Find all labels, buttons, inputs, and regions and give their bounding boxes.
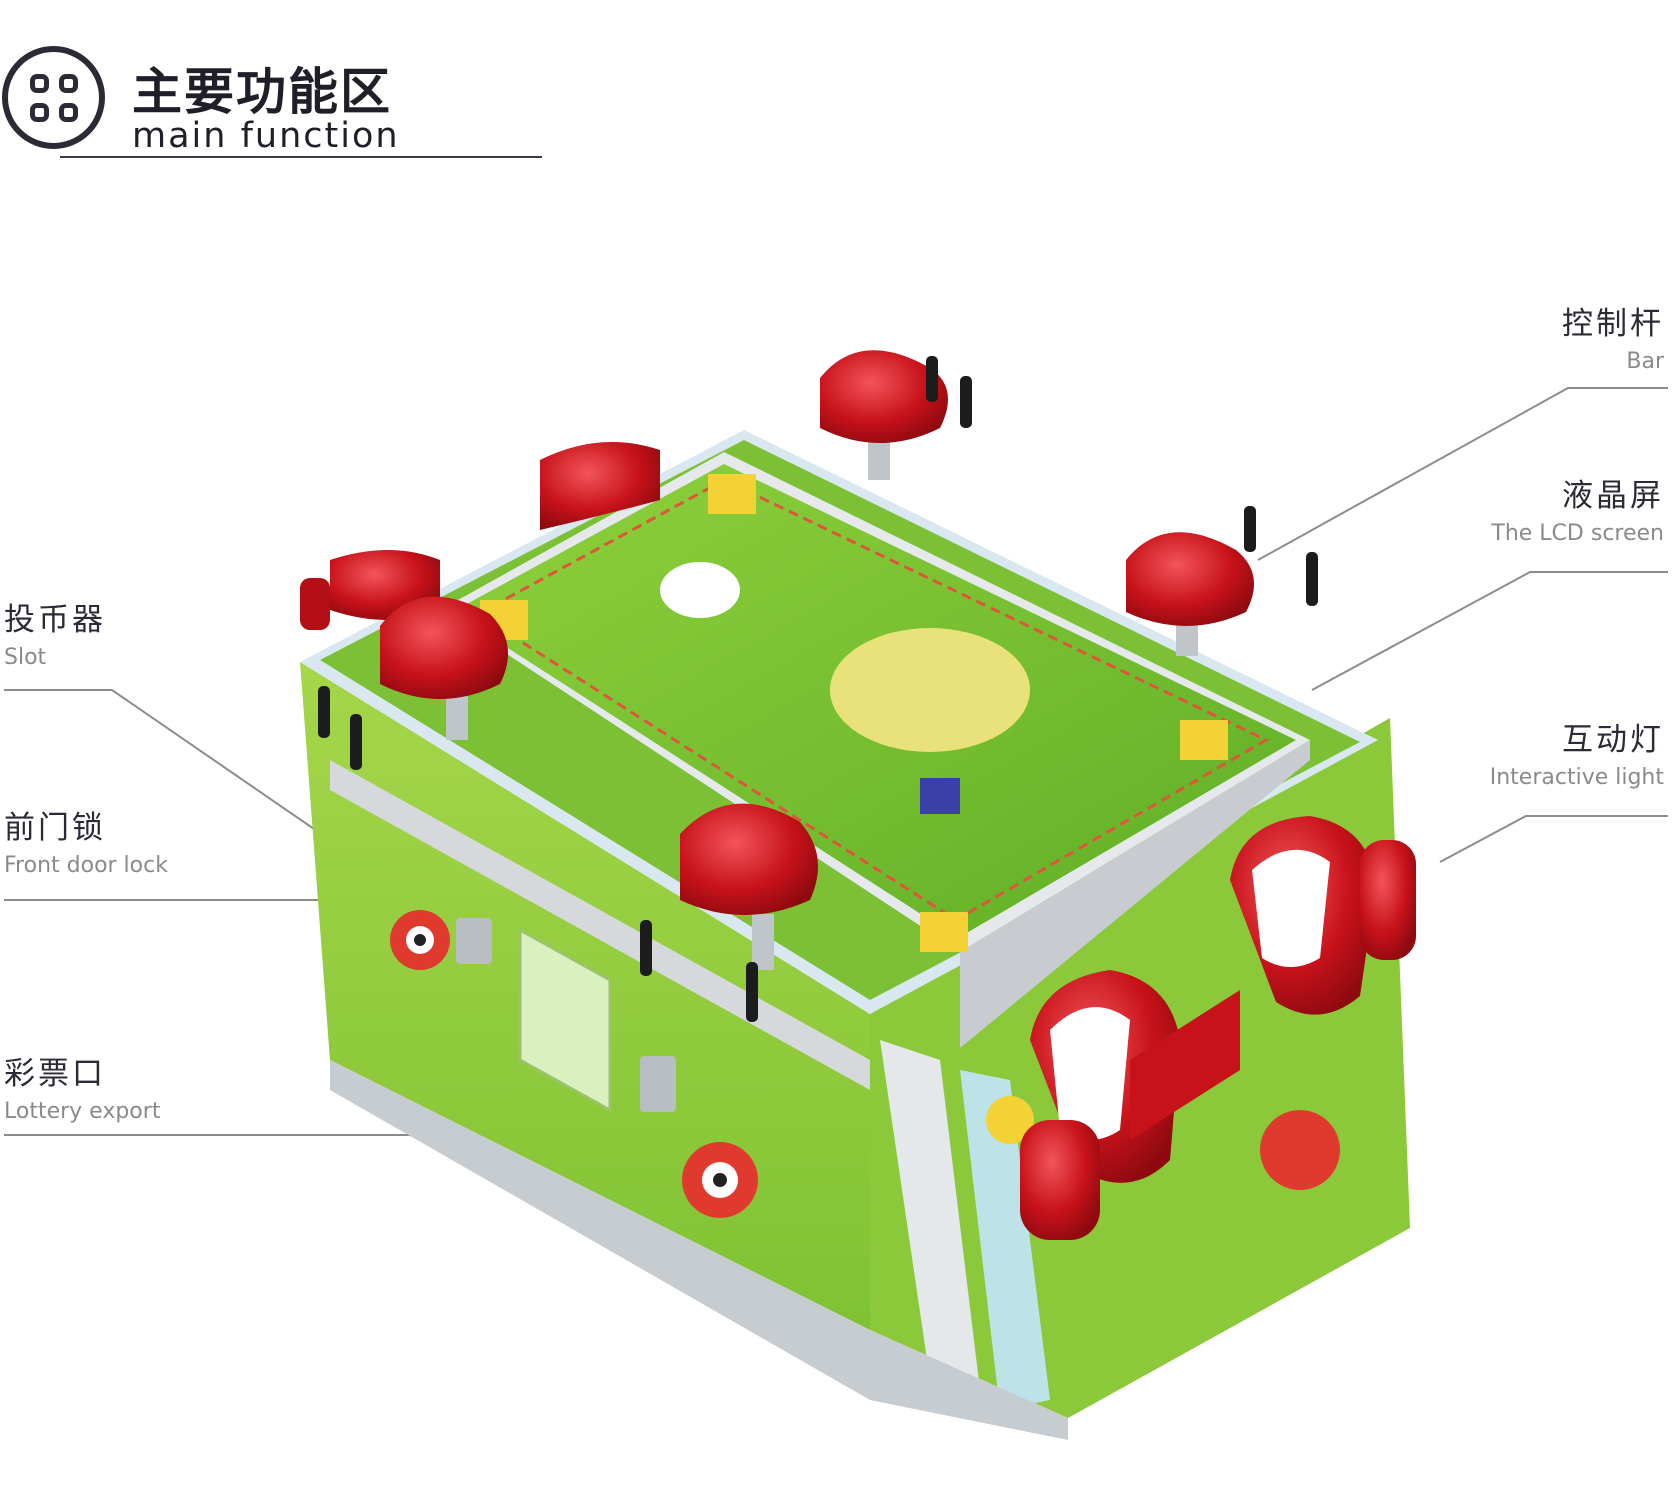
coin-slot — [640, 1056, 676, 1112]
leader-lcd — [1311, 571, 1668, 691]
lottery-door — [518, 927, 612, 1113]
joystick-front — [640, 803, 818, 1022]
label-lcd-en: The LCD screen — [1491, 521, 1664, 546]
label-slot-cn: 投币器 — [4, 602, 106, 638]
label-lcd: 液晶屏 The LCD screen — [1491, 478, 1664, 548]
control-handles — [300, 350, 1416, 1240]
header-underline — [60, 156, 542, 158]
label-lock-en: Front door lock — [4, 853, 168, 878]
label-slot: 投币器 Slot — [4, 602, 106, 672]
label-bar: 控制杆 Bar — [1562, 306, 1664, 376]
label-light-en: Interactive light — [1489, 765, 1664, 790]
label-lottery-cn: 彩票口 — [4, 1056, 106, 1092]
label-bar-en: Bar — [1626, 349, 1664, 374]
section-title-cn: 主要功能区 — [132, 63, 392, 121]
label-lock: 前门锁 Front door lock — [4, 810, 168, 880]
label-slot-en: Slot — [4, 645, 47, 670]
section-header: 主要功能区 main function — [0, 0, 560, 170]
joystick-right — [1126, 506, 1318, 656]
joystick-left — [318, 596, 508, 770]
label-lock-cn: 前门锁 — [4, 810, 106, 846]
table-top — [300, 430, 1378, 1048]
label-lottery-en: Lottery export — [4, 1099, 161, 1124]
joystick-top — [820, 350, 972, 480]
leader-slot — [4, 689, 331, 841]
label-lottery: 彩票口 Lottery export — [4, 1056, 160, 1126]
label-light-cn: 互动灯 — [1562, 722, 1664, 758]
label-light: 互动灯 Interactive light — [1490, 722, 1664, 792]
leader-light — [1439, 815, 1668, 863]
handle-front-right — [1020, 816, 1416, 1240]
four-squares-icon — [2, 46, 105, 149]
front-door-lock — [456, 918, 492, 964]
label-lcd-cn: 液晶屏 — [1562, 478, 1664, 514]
leader-bar — [1257, 387, 1668, 561]
section-title-en: main function — [132, 116, 400, 156]
label-bar-cn: 控制杆 — [1562, 306, 1664, 342]
